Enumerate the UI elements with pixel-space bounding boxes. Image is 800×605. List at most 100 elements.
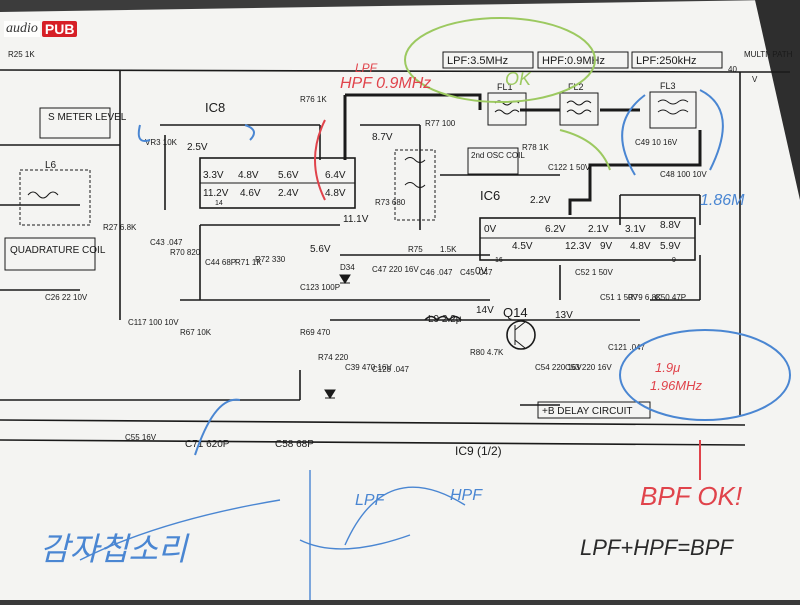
c51-label: C51 1 50V [600, 293, 638, 302]
c117-label: C117 100 10V [128, 318, 179, 327]
red-curve [314, 119, 326, 201]
red-top-note: HPF 0.9MHz [340, 75, 431, 92]
l6-label: L6 [45, 160, 57, 171]
c122-label: C122 1 50V [548, 163, 591, 172]
r72-label: R72 330 [255, 255, 286, 264]
ic6-pin16: 16 [495, 257, 503, 264]
desk-corner [755, 0, 800, 200]
multipath-label: MULTI- PATH [744, 50, 793, 59]
blue-curve [621, 89, 724, 176]
ic8-v11: 11.1V [343, 214, 369, 225]
blue-filter-sketch [299, 486, 466, 550]
c44-label: C44 68P [205, 258, 236, 267]
ic8-pin-bottom: 11.2V [203, 188, 229, 199]
ic6-v0: 0V [475, 266, 488, 277]
filter-boxes [442, 51, 723, 69]
q14-leads-icon [514, 321, 526, 349]
c55-label: C55 16V [125, 433, 157, 442]
ic6-block [479, 217, 696, 261]
c53-label: C53 220 16V [565, 363, 612, 372]
lpf-box-label: LPF:3.5MHz [447, 55, 508, 67]
ic6-row1: 0V 6.2V 2.1V 3.1V 8.8V [484, 220, 681, 235]
r75-label: R75 [408, 245, 423, 254]
red-note1: 1.9μ [655, 360, 680, 375]
blue-korean-note: 감자칩소리 [40, 531, 190, 567]
annotations [79, 17, 791, 600]
ic8-pin-top: 4.8V [238, 170, 259, 181]
ic6-pin: 4.5V [512, 241, 533, 252]
red-top-note2: LPF [355, 61, 378, 75]
ic8-pin-top: 3.3V [203, 170, 224, 181]
filter-blocks [487, 91, 697, 129]
c43-label: C43 .047 [150, 238, 183, 247]
r76-label: R76 1K [300, 95, 327, 104]
r77-label: R77 100 [425, 119, 456, 128]
ic8-v25: 2.5V [187, 142, 208, 153]
ic6-row2: 4.5V 12.3V 9V 4.8V 5.9V [512, 241, 681, 252]
quadrature-box [4, 237, 96, 271]
ic8-coil-icon [404, 157, 426, 188]
r74-label: R74 220 [318, 353, 349, 362]
blue-ellipse [619, 329, 791, 421]
c71-label: C71 620P [185, 439, 230, 450]
r27-label: R27 6.8K [103, 223, 137, 232]
ic9-label: IC9 (1/2) [455, 444, 502, 458]
smeter-label: S METER LEVEL [48, 112, 127, 123]
smeter-box [39, 107, 111, 139]
ic8-pin-top: 6.4V [325, 170, 346, 181]
ic8-v87: 8.7V [372, 132, 393, 143]
c121-label: C121 .047 [608, 343, 645, 352]
green-ok: OK [505, 69, 532, 89]
vr3-label: VR3 10K [145, 138, 178, 147]
r78-label: R78 1K [522, 143, 549, 152]
c50-label: C50 47P [655, 293, 686, 302]
c123-label: C123 100P [300, 283, 340, 292]
ic6-pin: 0V [484, 224, 497, 235]
ic8-pin-top: 5.6V [278, 170, 299, 181]
blue-scribble [137, 124, 255, 142]
red-note2: 1.96MHz [650, 378, 703, 393]
fl3-label: FL3 [660, 81, 676, 91]
sketch-lpf: LPF [355, 492, 386, 509]
ic6-pin: 12.3V [565, 241, 591, 252]
blue-arrow-curve [194, 398, 241, 456]
c47-label: C47 220 16V [372, 265, 419, 274]
d34-diode-icon [339, 274, 351, 284]
pin40-label: 40 [728, 65, 737, 74]
blue-underline [79, 499, 281, 561]
r79-label: R79 6.8K [628, 293, 662, 302]
ic6-pin: 5.9V [660, 241, 681, 252]
l9-inductor-icon [424, 315, 462, 322]
ic8-coil-box [394, 149, 436, 221]
k15-label: 1.5K [440, 245, 457, 254]
signal-path [343, 93, 702, 215]
r71-label: R71 1K [235, 258, 262, 267]
r73-label: R73 680 [375, 198, 406, 207]
green-curve [559, 129, 611, 171]
logo-pub-text: PUB [41, 21, 78, 37]
r80-label: R80 4.7K [470, 348, 504, 357]
ic6-pin: 6.2V [545, 224, 566, 235]
ic8-v56: 5.6V [310, 244, 331, 255]
osc-coil-box [467, 147, 519, 175]
osc-label: 2nd OSC COIL [471, 151, 525, 160]
wiring [0, 69, 790, 446]
c26-label: C26 22 10V [45, 293, 88, 302]
ic8-block [199, 157, 356, 209]
c54-label: C54 220 16V [535, 363, 582, 372]
quadrature-label: QUADRATURE COIL [10, 245, 106, 256]
l9-label: L9 2.2μ [428, 314, 462, 325]
ic6-pin: 8.8V [660, 220, 681, 231]
c120-label: C120 .047 [372, 365, 409, 374]
fl2-label: FL2 [568, 82, 584, 92]
ic8-label: IC8 [205, 100, 225, 115]
ic6-label: IC6 [480, 188, 500, 203]
d34-label: D34 [340, 263, 355, 272]
c45-label: C45 .047 [460, 268, 493, 277]
formula-note: LPF+HPF=BPF [580, 535, 734, 560]
c48-label: C48 100 10V [660, 170, 707, 179]
r25-label: R25 1K [8, 50, 35, 59]
ic6-pin9: 9 [672, 257, 676, 264]
logo-audio-text: audio [4, 21, 40, 37]
